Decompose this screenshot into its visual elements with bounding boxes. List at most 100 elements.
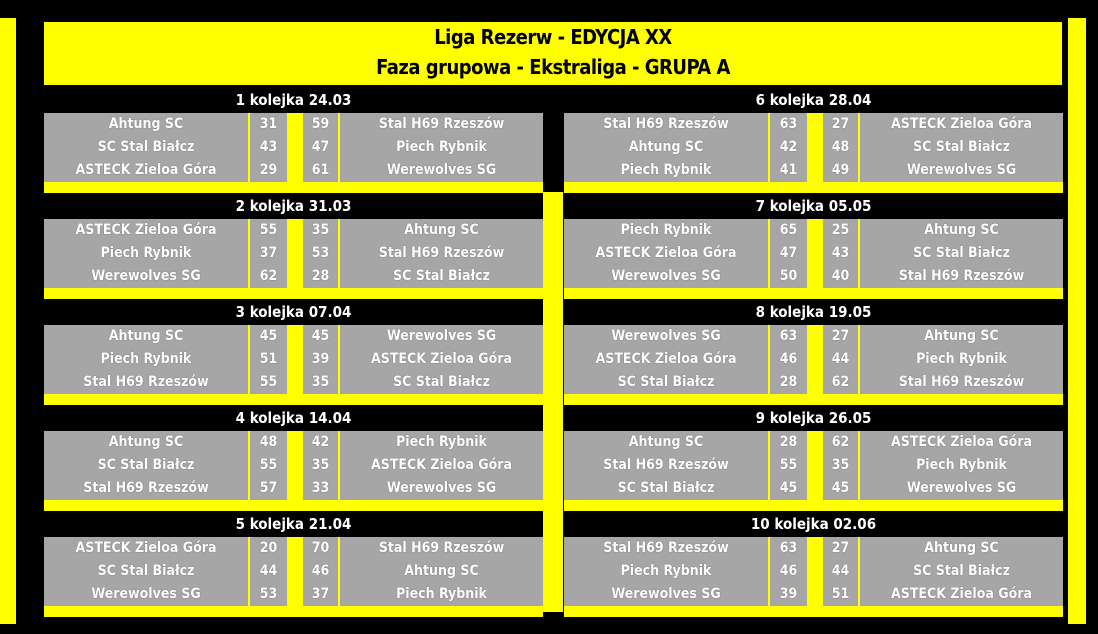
home-score: 43 [250,136,287,159]
away-score: 45 [823,477,858,500]
round-header: 8 kolejka 19.05 [564,299,1063,325]
away-team: Stal H69 Rzeszów [340,537,543,560]
home-team: Ahtung SC [44,431,248,454]
away-team: Piech Rybnik [860,348,1063,371]
away-score: 51 [823,583,858,606]
away-team: Ahtung SC [860,537,1063,560]
round-header: 9 kolejka 26.05 [564,405,1063,431]
home-score: 41 [770,159,807,182]
home-team: Stal H69 Rzeszów [564,454,768,477]
away-score: 62 [823,371,858,394]
away-team: SC Stal Białcz [340,265,543,288]
away-score: 45 [303,325,338,348]
right-border-bar [1068,18,1086,624]
round-header: 4 kolejka 14.04 [44,405,543,431]
away-score: 53 [303,242,338,265]
away-team: SC Stal Białcz [340,371,543,394]
home-team: Stal H69 Rzeszów [44,371,248,394]
away-score: 59 [303,113,338,136]
home-score: 63 [770,113,807,136]
away-score: 27 [823,325,858,348]
home-score: 44 [250,560,287,583]
home-team: ASTECK Zieloa Góra [564,242,768,265]
away-score: 62 [823,431,858,454]
away-team: Werewolves SG [860,477,1063,500]
home-score: 39 [770,583,807,606]
home-team: Werewolves SG [44,265,248,288]
home-score: 28 [770,431,807,454]
away-team: Werewolves SG [340,325,543,348]
page-subtitle: Faza grupowa - Ekstraliga - GRUPA A [376,55,730,79]
away-score: 47 [303,136,338,159]
round-header: 1 kolejka 24.03 [44,87,543,113]
home-team: Werewolves SG [44,583,248,606]
away-team: Werewolves SG [340,159,543,182]
round-header: 2 kolejka 31.03 [44,193,543,219]
away-team: ASTECK Zieloa Góra [860,431,1063,454]
home-team: Piech Rybnik [564,159,768,182]
home-score: 55 [250,371,287,394]
round-header: 6 kolejka 28.04 [564,87,1063,113]
away-team: Piech Rybnik [340,136,543,159]
home-score: 45 [250,325,287,348]
home-team: SC Stal Białcz [44,560,248,583]
away-team: Piech Rybnik [860,454,1063,477]
away-team: Stal H69 Rzeszów [340,113,543,136]
home-team: Piech Rybnik [44,348,248,371]
away-score: 27 [823,537,858,560]
home-score: 31 [250,113,287,136]
home-score: 47 [770,242,807,265]
away-team: Ahtung SC [860,325,1063,348]
away-score: 39 [303,348,338,371]
away-team: ASTECK Zieloa Góra [860,113,1063,136]
home-team: Werewolves SG [564,265,768,288]
home-team: SC Stal Białcz [44,136,248,159]
home-team: Stal H69 Rzeszów [564,113,768,136]
away-team: Werewolves SG [860,159,1063,182]
home-team: SC Stal Białcz [564,371,768,394]
home-score: 55 [250,219,287,242]
home-team: Stal H69 Rzeszów [44,477,248,500]
away-team: SC Stal Białcz [860,136,1063,159]
home-score: 29 [250,159,287,182]
away-team: ASTECK Zieloa Góra [860,583,1063,606]
round-header: 7 kolejka 05.05 [564,193,1063,219]
center-divider-bar [543,192,563,612]
home-score: 50 [770,265,807,288]
away-team: SC Stal Białcz [860,242,1063,265]
home-score: 55 [770,454,807,477]
home-team: ASTECK Zieloa Góra [44,159,248,182]
away-team: SC Stal Białcz [860,560,1063,583]
away-score: 49 [823,159,858,182]
away-team: ASTECK Zieloa Góra [340,348,543,371]
home-score: 65 [770,219,807,242]
home-team: Werewolves SG [564,583,768,606]
